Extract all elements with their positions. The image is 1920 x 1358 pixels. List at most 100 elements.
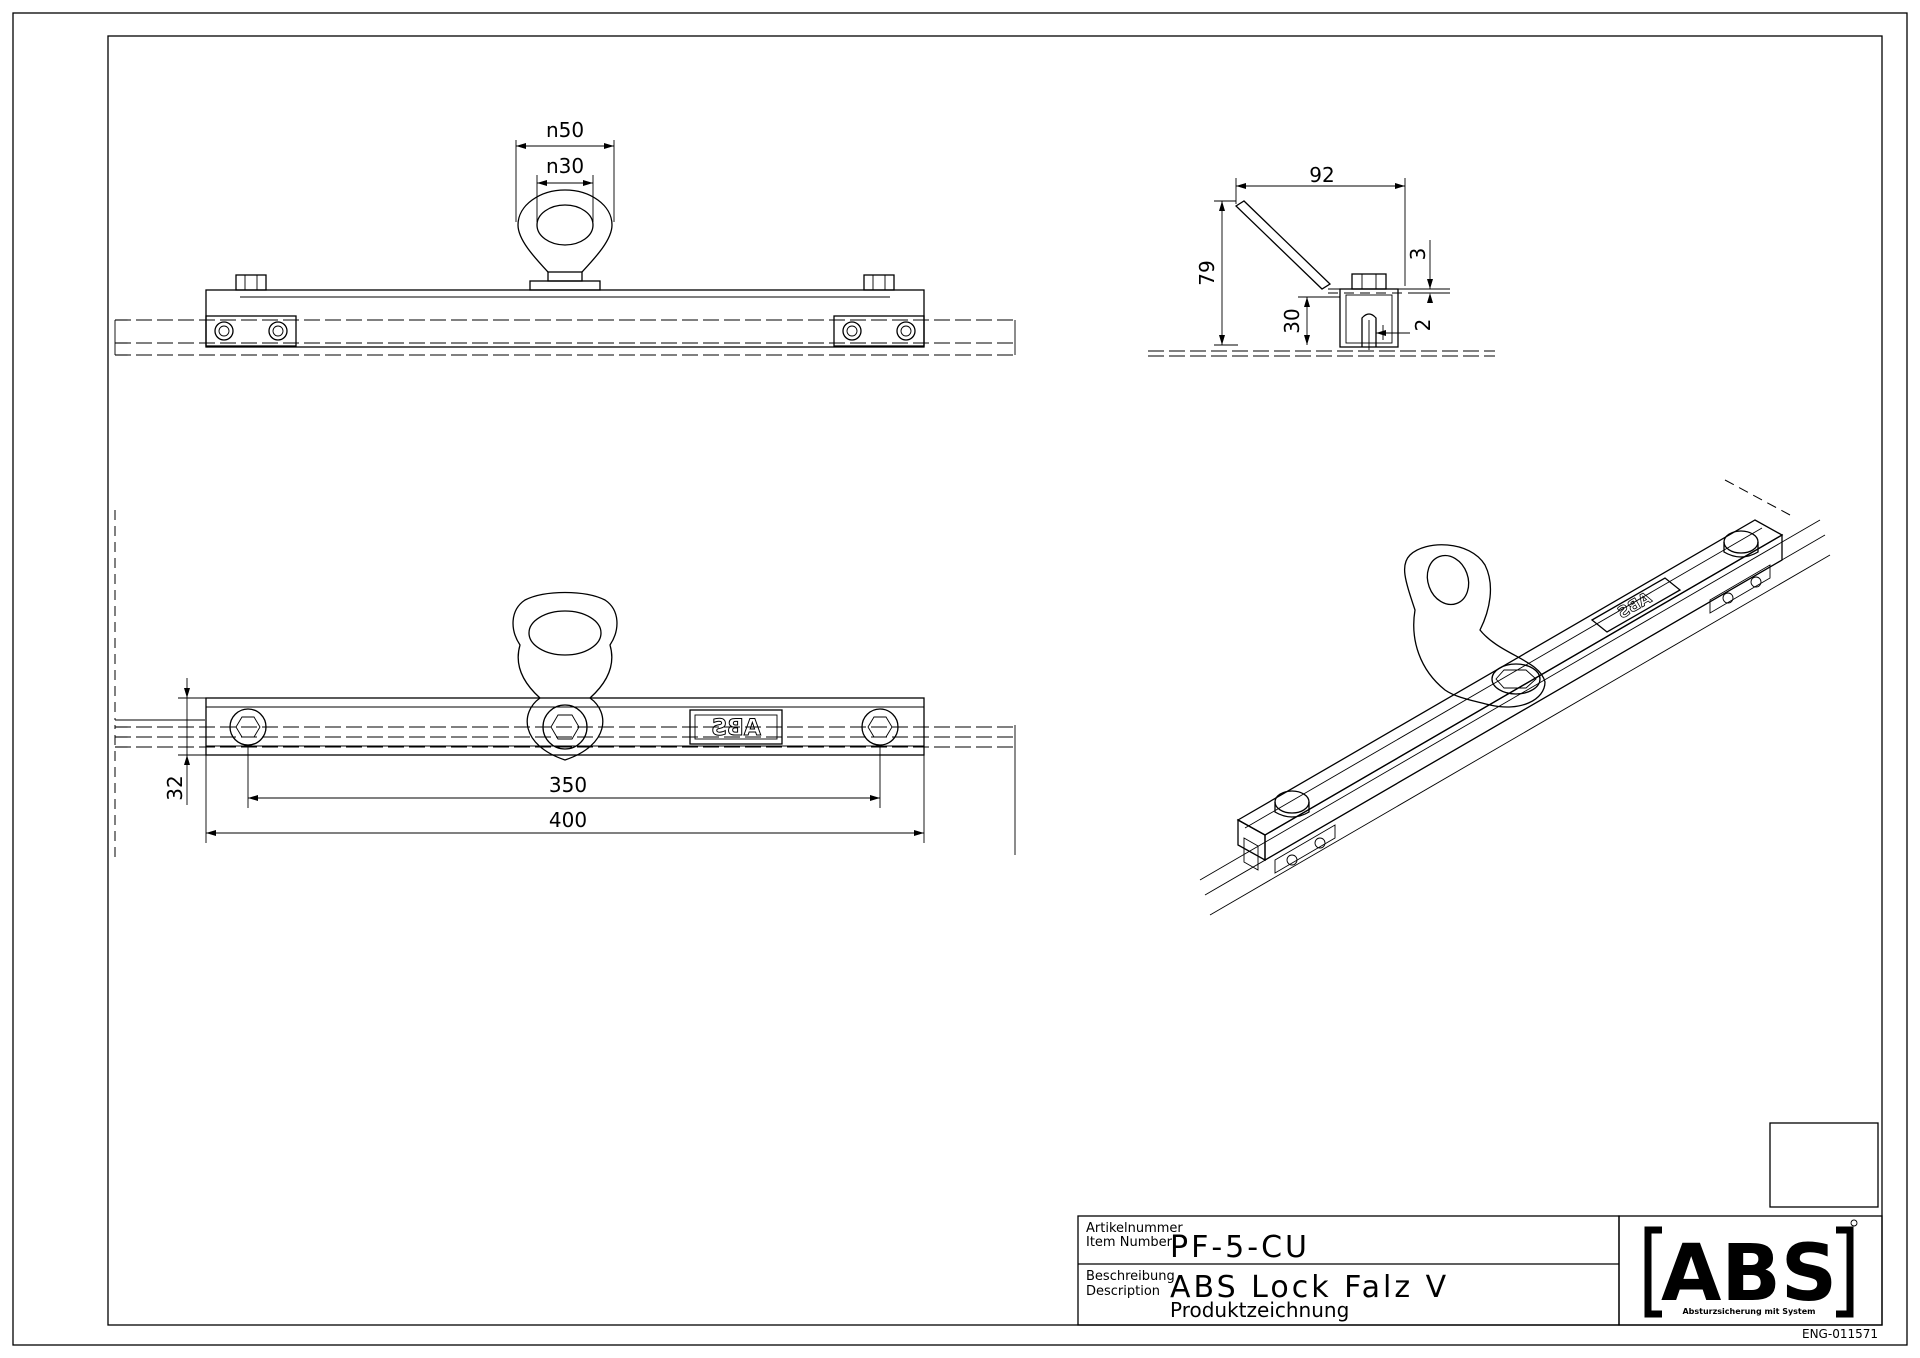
abs-stamp-inner xyxy=(694,714,778,740)
clamp-hole xyxy=(1750,576,1762,588)
eye-opening xyxy=(528,610,602,656)
description-value: ABS Lock Falz V xyxy=(1170,1270,1449,1305)
seam-profile xyxy=(1361,313,1377,347)
hole-inner xyxy=(900,325,912,337)
abs-stamp-iso-text: ABS xyxy=(1614,588,1655,623)
dim-length: 400 xyxy=(549,808,587,832)
rail-end-iso xyxy=(1237,818,1266,862)
arrow xyxy=(248,795,258,801)
eye-nut-iso xyxy=(1491,663,1541,695)
rail-end-inner xyxy=(1243,837,1259,871)
hole-inner xyxy=(846,325,858,337)
bolt-head xyxy=(235,274,267,291)
eye-nut-hex xyxy=(550,714,580,740)
hole xyxy=(896,321,916,341)
arrow xyxy=(1427,279,1433,289)
dim-width: 32 xyxy=(163,775,187,800)
clamp-hole xyxy=(1314,837,1326,849)
clamp-hole xyxy=(1722,592,1734,604)
arrow xyxy=(1304,335,1310,345)
dim-rail-height: 30 xyxy=(1280,308,1304,333)
arrow xyxy=(184,688,190,698)
eye-nut xyxy=(547,271,583,282)
dim-side-width: 92 xyxy=(1309,163,1334,187)
outer-border xyxy=(12,12,1908,1346)
rail-body xyxy=(205,289,925,348)
arrow xyxy=(206,830,216,836)
eye-plate-iso xyxy=(1403,544,1546,708)
front-elevation-view: n50 n30 xyxy=(114,118,1016,356)
logo-text: ABS xyxy=(1661,1229,1837,1319)
eye-opening-iso xyxy=(1426,554,1470,606)
bolt-head xyxy=(863,274,895,291)
dim-side-height: 79 xyxy=(1195,260,1219,285)
bolt-head-iso xyxy=(1274,790,1310,814)
eye-washer xyxy=(542,704,588,750)
logo-tagline: Absturzsicherung mit System xyxy=(1682,1307,1815,1316)
eye-opening xyxy=(536,204,594,246)
subtitle: Produktzeichnung xyxy=(1170,1298,1349,1322)
arrow xyxy=(1236,183,1246,189)
abs-stamp-iso xyxy=(1590,577,1682,633)
clamp-hole xyxy=(1286,854,1298,866)
isometric-view: ABS xyxy=(1199,479,1831,916)
drawing-number: ENG-011571 xyxy=(1802,1327,1878,1341)
hole-inner xyxy=(218,325,230,337)
arrow xyxy=(184,755,190,765)
logo-bracket-left xyxy=(1644,1226,1662,1318)
eye-ring xyxy=(517,189,613,273)
seam-end-iso xyxy=(1724,479,1791,516)
item-number-label-de: Artikelnummer xyxy=(1086,1221,1183,1236)
bolt-head-iso xyxy=(1723,530,1759,554)
arrow xyxy=(537,180,547,186)
logo-bracket-right xyxy=(1836,1226,1854,1318)
arrow xyxy=(1395,183,1405,189)
arrow xyxy=(1219,201,1225,211)
hole-inner xyxy=(272,325,284,337)
bolt-hex xyxy=(235,716,261,738)
rail-top xyxy=(205,697,925,756)
hole xyxy=(214,321,234,341)
seam-line-iso xyxy=(1209,554,1831,916)
dim-inner-eye: n30 xyxy=(546,154,584,178)
hole xyxy=(842,321,862,341)
abs-logo: ABS Absturzsicherung mit System xyxy=(1644,1219,1858,1319)
clamp-tab xyxy=(1274,824,1336,874)
dim-outer-eye: n50 xyxy=(546,118,584,142)
arrow xyxy=(1427,293,1433,303)
rail-side-iso xyxy=(1264,533,1783,862)
bolt-head xyxy=(1351,273,1387,290)
abs-stamp-box xyxy=(689,709,783,745)
description-label-de: Beschreibung xyxy=(1086,1269,1175,1284)
clamp-plate xyxy=(833,315,925,347)
arrow xyxy=(1376,330,1386,336)
arrow xyxy=(1219,335,1225,345)
clamp-plate xyxy=(205,315,297,347)
abs-stamp-text: ABS xyxy=(711,716,761,741)
rail-top-iso xyxy=(1236,519,1784,836)
dim-offset-top: 3 xyxy=(1406,248,1430,261)
arrow xyxy=(1304,297,1310,307)
logo-cell xyxy=(1618,1215,1883,1326)
bolt-side-iso xyxy=(1274,802,1310,818)
eye-arm-side xyxy=(1234,200,1332,290)
revision-box xyxy=(1769,1122,1879,1208)
side-section-view: 92 79 30 3 2 xyxy=(1148,163,1495,357)
registered-mark xyxy=(1850,1219,1858,1227)
bolt-side-iso xyxy=(1723,542,1759,558)
hole xyxy=(268,321,288,341)
drawing-frame xyxy=(107,35,1883,1326)
dim-gap: 2 xyxy=(1411,319,1435,332)
arrow xyxy=(604,143,614,149)
dim-hole-spacing: 350 xyxy=(549,773,587,797)
description-label-en: Description xyxy=(1086,1284,1160,1299)
clamp-tab xyxy=(1709,564,1771,614)
arrow xyxy=(583,180,593,186)
bolt-hex xyxy=(867,716,893,738)
eye-plate xyxy=(512,591,618,761)
arrow xyxy=(516,143,526,149)
plan-view: ABS 350 400 32 xyxy=(114,510,1016,857)
title-block: Artikelnummer Item Number PF-5-CU Beschr… xyxy=(1077,1215,1883,1341)
arrow xyxy=(870,795,880,801)
